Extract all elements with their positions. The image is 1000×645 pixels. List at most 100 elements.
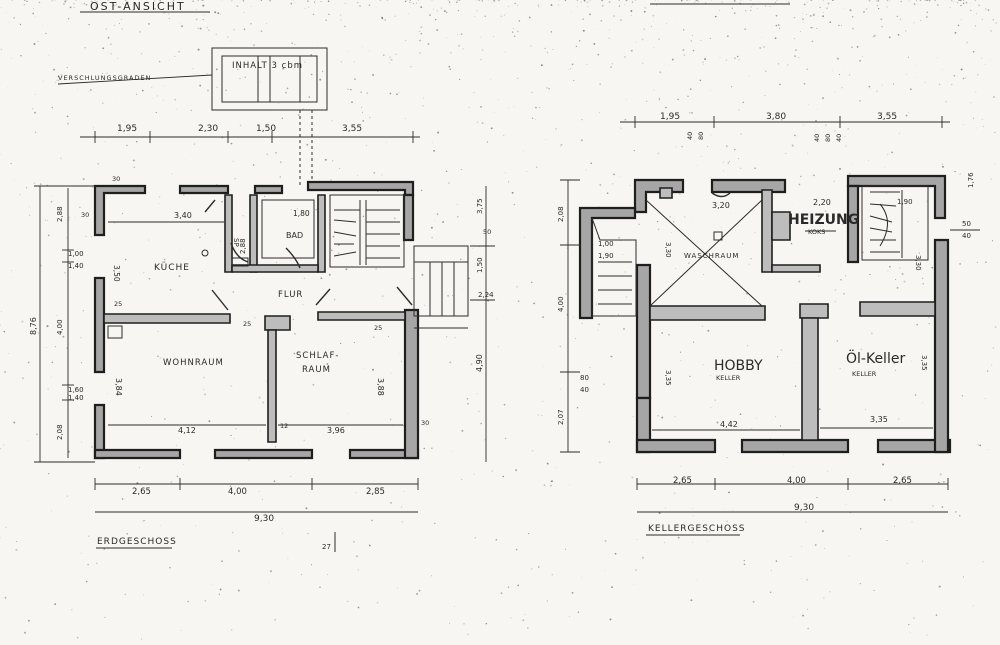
kg-top-dimensions: 1,95 3,80 3,55 (620, 112, 950, 128)
gf-dim-total: 9,30 (254, 514, 274, 524)
kg-light-well (591, 217, 637, 317)
gf-dim-right-3: 2,24 (478, 291, 494, 299)
gf-outer-wall (93, 184, 147, 237)
kg-dim-left-1: 2,08 (557, 206, 565, 222)
gf-left-dimensions: 2,88 1,00 1,40 8,76 4,00 1,60 1,40 2,08 (29, 185, 95, 463)
kg-dim-right-3: 40 (962, 232, 971, 240)
kg-dim-top-2: 3,80 (766, 112, 786, 122)
gf-dim-right-1: 3,75 (476, 198, 484, 214)
kg-dim-bottom-3: 2,65 (893, 476, 912, 486)
kg-dim-inner-1: 3,20 (712, 201, 730, 210)
gf-dim-inner-5: 4,12 (178, 426, 196, 435)
kg-room-hobby: HOBBY (714, 358, 763, 374)
kg-room-koks: KOKS (808, 228, 825, 236)
gf-dim-left-6: 1,60 (68, 386, 84, 394)
kg-wall-5: 40 (835, 134, 843, 142)
gf-room-kueche: KÜCHE (154, 262, 190, 273)
kg-dim-right-5: 40 (580, 386, 589, 394)
gf-dim-inner-4: 2,88 (239, 238, 247, 254)
gf-dim-left-4: 8,76 (29, 317, 38, 335)
gf-dim-top-1: 1,95 (117, 124, 137, 134)
gf-room-schlaf-1: SCHLAF- (296, 351, 339, 361)
gf-dim-top-4: 3,55 (342, 124, 362, 134)
gf-dim-inner-8: 3,84 (114, 378, 123, 396)
kg-left-dimensions: 2,08 4,00 2,07 1,00 1,90 (557, 179, 614, 453)
kg-wall-3: 40 (813, 134, 821, 142)
gf-room-flur: FLUR (278, 290, 303, 300)
kg-dim-inner-6: 4,42 (720, 420, 738, 429)
kg-dim-inner-5: 3,35 (664, 370, 672, 386)
kg-dim-left-2: 4,00 (557, 296, 565, 312)
kg-room-oel-keller: KELLER (852, 370, 877, 378)
kg-wall-1: 40 (686, 132, 694, 140)
kg-room-oel: Öl-Keller (846, 349, 905, 367)
gf-dim-right-2: 1,50 (476, 257, 484, 273)
gf-dim-left-3: 1,40 (68, 262, 84, 270)
gf-dim-bottom-3: 2,85 (366, 487, 385, 497)
kg-room-heizung: HEIZUNG (788, 212, 859, 228)
kg-dim-right-1: 1,76 (967, 172, 975, 188)
gf-dim-inner-7: 3,88 (376, 378, 385, 396)
elevation-title: OST-ANSICHT (90, 0, 186, 13)
kg-wall-4: 80 (824, 134, 832, 142)
gf-room-wohnraum: WOHNRAUM (163, 358, 224, 368)
gf-wall-4: 25 (243, 320, 251, 328)
gf-dim-right-4: 4,90 (475, 354, 484, 372)
kg-dim-inner-9: 3,35 (920, 355, 928, 371)
kg-dim-left-5: 1,90 (598, 252, 614, 260)
basement-plan: 1,95 3,80 3,55 (557, 112, 980, 536)
pipe-label: VERSCHLUNGSGRADEN (58, 74, 151, 82)
ground-floor-plan: 1,95 2,30 1,50 3,55 (29, 124, 495, 552)
kg-dim-top-3: 3,55 (877, 112, 897, 122)
kg-dim-inner-8: 3,30 (914, 255, 922, 271)
gf-dim-bottom-2: 4,00 (228, 487, 247, 497)
kg-room-hobby-keller: KELLER (716, 374, 741, 382)
gf-dim-inner-2: 3,50 (112, 265, 121, 282)
kg-dim-inner-7: 3,35 (870, 415, 888, 424)
gf-dim-left-7: 1,40 (68, 394, 84, 402)
kg-dim-right-4: 80 (580, 374, 589, 382)
gf-dim-bottom-1: 2,65 (132, 487, 151, 497)
gf-room-sp: SP (232, 238, 240, 247)
gf-wall-2: 25 (114, 300, 122, 308)
kg-title: KELLERGESCHOSS (648, 524, 746, 534)
kg-dim-left-3: 2,07 (557, 409, 565, 425)
gf-staircase (329, 194, 405, 268)
gf-title: ERDGESCHOSS (97, 537, 177, 547)
tank-label: INHALT 3 cbm (232, 61, 303, 71)
kg-dim-inner-2: 2,20 (813, 198, 831, 207)
kg-bottom-dimensions: 2,65 4,00 2,65 9,30 (636, 476, 949, 513)
gf-right-dimensions: 3,75 1,50 2,24 4,90 (470, 186, 495, 462)
kg-dim-bottom-1: 2,65 (673, 476, 692, 486)
gf-dim-left-2: 1,00 (68, 250, 84, 258)
kg-wall-2: 80 (697, 132, 705, 140)
gf-dim-left-5: 4,00 (56, 319, 64, 335)
gf-dim-inner-1: 3,40 (174, 211, 192, 220)
gf-wall-1: 30 (112, 175, 120, 183)
gf-bottom-dimensions: 2,65 4,00 2,85 9,30 (94, 478, 419, 524)
kg-dim-inner-3: 1,90 (897, 198, 913, 206)
kg-room-waschraum: WASCHRAUM (684, 252, 739, 260)
gf-dim-top-3: 1,50 (256, 124, 276, 134)
gf-room-bad: BAD (286, 231, 303, 240)
gf-dim-inner-6: 3,96 (327, 426, 345, 435)
gf-top-dimensions: 1,95 2,30 1,50 3,55 (80, 124, 420, 143)
kg-dim-right-2: 50 (962, 220, 971, 228)
kg-right-dimensions: 1,76 50 40 80 40 (580, 172, 980, 394)
gf-entrance-steps (413, 245, 469, 329)
gf-wall-5: 25 (374, 324, 382, 332)
kg-staircase (861, 185, 929, 261)
gf-dim-top-2: 2,30 (198, 124, 218, 134)
kg-dim-top-1: 1,95 (660, 112, 680, 122)
kg-dim-bottom-2: 4,00 (787, 476, 806, 486)
kg-dim-inner-4: 3,30 (664, 242, 672, 258)
kg-dim-total: 9,30 (794, 503, 814, 513)
gf-dim-inner-3: 1,80 (293, 209, 310, 218)
gf-dim-left-8: 2,08 (56, 424, 64, 440)
gf-dim-left-1: 2,88 (56, 206, 64, 222)
gf-wall-7: 30 (421, 419, 429, 427)
gf-page-note: 27 (322, 543, 331, 551)
gf-wall-8: 50 (483, 228, 491, 236)
